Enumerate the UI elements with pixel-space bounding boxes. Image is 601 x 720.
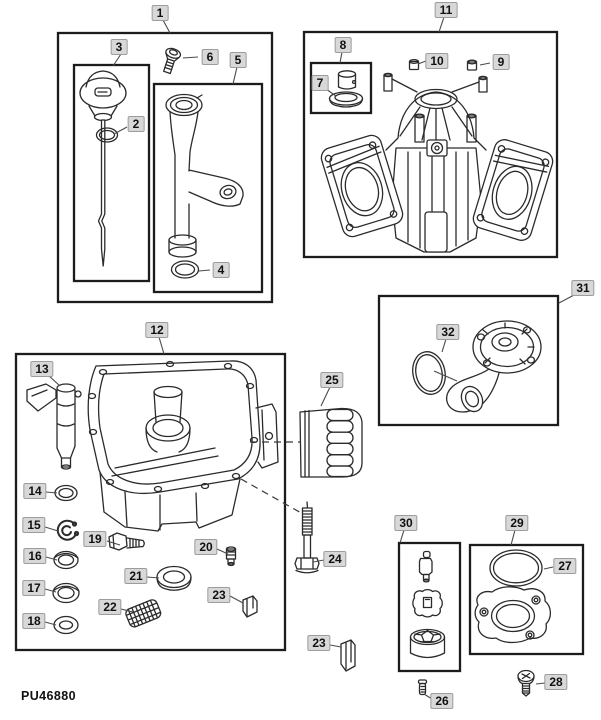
part-cap-oring-2 — [95, 127, 119, 143]
part-pin-26 — [417, 679, 428, 696]
part-seal-18 — [53, 615, 79, 635]
part-oring-27 — [489, 549, 543, 587]
part-bearing-seal-21 — [156, 565, 192, 591]
callout-16: 16 — [23, 548, 47, 564]
part-key-23b — [340, 639, 356, 672]
callout-32: 32 — [436, 324, 460, 340]
callout-9: 9 — [492, 54, 510, 70]
part-pump-cup-30 — [409, 628, 446, 659]
box-group-31 — [377, 294, 560, 427]
part-dipstick-rod — [97, 119, 106, 267]
part-seal-cup-7 — [328, 70, 364, 108]
callout-23a: 23 — [207, 587, 231, 603]
part-rotor-30 — [412, 588, 443, 618]
part-key-23a — [242, 595, 258, 618]
callout-22: 22 — [98, 599, 122, 615]
part-seal-17 — [52, 582, 80, 604]
box-group-1 — [56, 31, 274, 304]
callout-27: 27 — [553, 558, 577, 574]
part-plug-19 — [108, 532, 145, 551]
callout-28: 28 — [544, 674, 568, 690]
callout-12: 12 — [145, 322, 169, 338]
part-plunger-30 — [418, 550, 433, 583]
box-group-11 — [302, 30, 559, 259]
callout-30: 30 — [394, 515, 418, 531]
callout-25: 25 — [320, 372, 344, 388]
box-group-8 — [309, 61, 373, 115]
callout-19: 19 — [83, 531, 107, 547]
callout-26: 26 — [430, 693, 454, 709]
callout-10: 10 — [425, 53, 449, 69]
part-fitting-20 — [225, 546, 237, 567]
callout-1: 1 — [151, 5, 169, 21]
box-group-29 — [468, 543, 585, 656]
callout-5: 5 — [229, 52, 247, 68]
part-oil-filter-25 — [299, 407, 363, 478]
part-pump-oring-32 — [412, 351, 446, 395]
callout-7: 7 — [311, 75, 329, 91]
dashed-line-to-stud — [240, 478, 304, 515]
part-seal-16 — [53, 550, 79, 570]
part-washer-14 — [54, 484, 78, 502]
part-screen-plug-22 — [125, 599, 162, 628]
callout-15: 15 — [22, 517, 46, 533]
callout-14: 14 — [23, 483, 47, 499]
callout-17: 17 — [22, 580, 46, 596]
callout-8: 8 — [334, 37, 352, 53]
part-pump-assembly-31 — [446, 320, 542, 413]
callout-3: 3 — [110, 39, 128, 55]
box-group-30 — [397, 541, 462, 673]
part-oil-sump — [87, 360, 279, 532]
part-filler-tube-5 — [165, 93, 244, 258]
callout-23b: 23 — [307, 635, 331, 651]
callout-6: 6 — [201, 49, 219, 65]
callout-29: 29 — [505, 515, 529, 531]
part-drain-valve-13 — [26, 383, 82, 470]
part-dowel-pin-10 — [408, 59, 420, 71]
callout-2: 2 — [127, 116, 145, 132]
part-stud-24 — [294, 501, 320, 574]
part-eclip-15 — [56, 519, 80, 541]
callout-21: 21 — [124, 568, 148, 584]
callout-20: 20 — [194, 539, 218, 555]
part-dipstick-cap — [79, 70, 127, 267]
callout-leader-lines — [44, 16, 577, 700]
callout-18: 18 — [22, 613, 46, 629]
part-cover-plate-29 — [474, 586, 552, 644]
panel-boxes — [14, 30, 585, 673]
part-tube-oring-4 — [170, 260, 200, 279]
part-dowel-pin-9 — [466, 59, 478, 71]
box-group-3 — [72, 63, 151, 283]
callout-11: 11 — [434, 2, 458, 18]
watermark-code: PU46880 — [21, 689, 76, 703]
part-crankcase — [320, 72, 554, 253]
callout-13: 13 — [30, 361, 54, 377]
callout-31: 31 — [571, 280, 595, 296]
box-group-5 — [152, 82, 264, 294]
dashed-reference-lines — [240, 441, 304, 515]
part-screw-28 — [517, 669, 535, 697]
callout-24: 24 — [323, 551, 347, 567]
part-flange-screw-6 — [163, 47, 182, 75]
callout-4: 4 — [212, 262, 230, 278]
box-group-12 — [14, 352, 287, 652]
